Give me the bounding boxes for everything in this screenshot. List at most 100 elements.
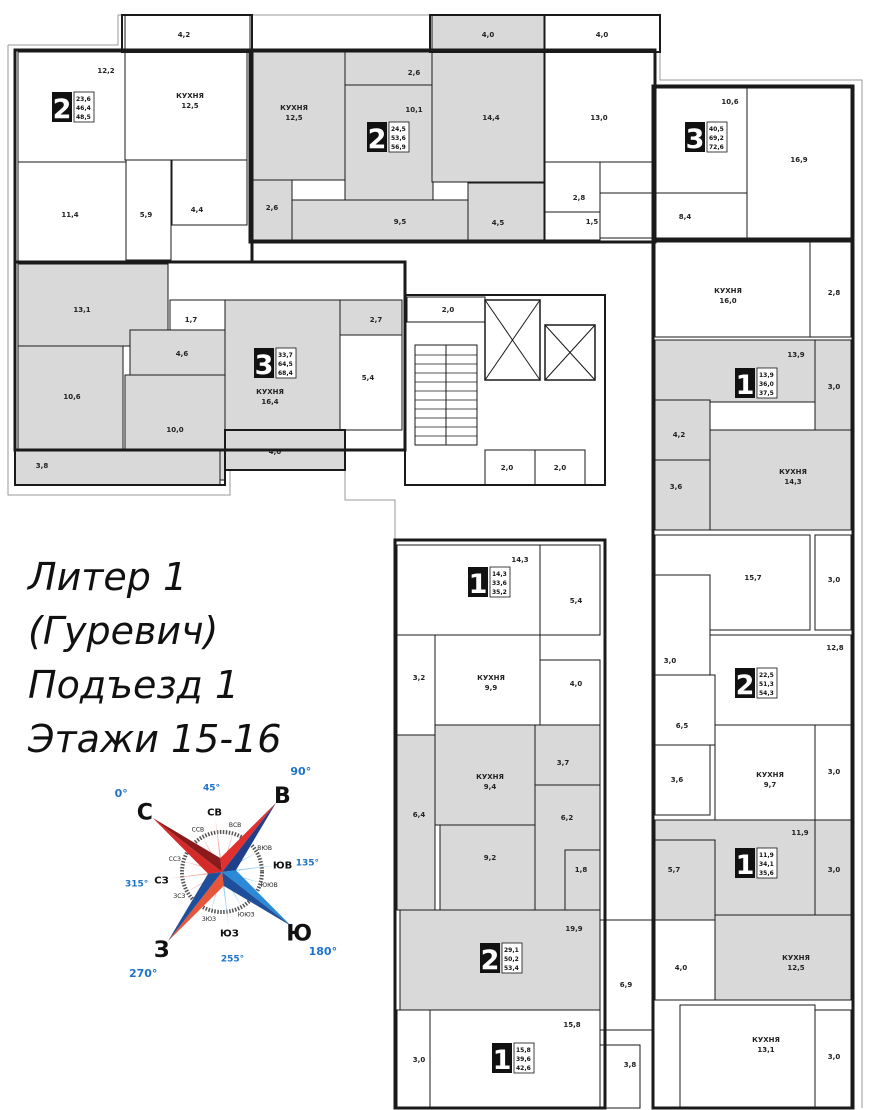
room: 5,4 — [339, 334, 403, 431]
room: 4,0 — [431, 14, 545, 53]
room-area-label: 13,9 — [787, 351, 804, 359]
room-area-label: 3,6 — [670, 483, 683, 491]
room-area — [534, 724, 601, 786]
room-area-label: 1,5 — [586, 218, 599, 226]
room-area — [544, 14, 661, 53]
room-area — [396, 1009, 431, 1109]
apartment-area-value: 64,5 — [278, 361, 293, 368]
room-area — [169, 299, 226, 331]
room-area-label: 14,3 — [511, 556, 528, 564]
compass-point — [152, 817, 222, 874]
room-area-label: 3,6 — [671, 776, 684, 784]
apartment-area-value: 72,6 — [709, 144, 724, 151]
room-area-label: 3,0 — [413, 1056, 426, 1064]
room-area — [654, 399, 711, 461]
room-area — [17, 345, 124, 451]
room: 16,9 — [746, 87, 852, 239]
apartment-room-count: 1 — [736, 370, 755, 401]
room: 6,9 — [599, 919, 654, 1031]
room-area-label: 2,0 — [501, 464, 514, 472]
apartment-area-value: 39,6 — [516, 1056, 531, 1063]
compass-minor-label: ССЗ — [169, 856, 181, 863]
compass-direction-label: С — [137, 801, 153, 826]
room-area — [544, 161, 601, 213]
compass-minor-label: ЮЮЗ — [238, 912, 255, 919]
apartment-room-count: 1 — [736, 850, 755, 881]
apartment-area-value: 40,5 — [709, 126, 724, 133]
apartment-area-value: 53,6 — [391, 135, 406, 142]
caption-floors: Этажи 15-16 — [28, 717, 282, 761]
room-area — [539, 544, 601, 636]
room: 4,0 — [654, 919, 716, 1001]
room-area — [396, 634, 436, 736]
room-area-label: 12,2 — [97, 67, 114, 75]
stair-elevator-core — [404, 294, 606, 486]
room-area — [654, 459, 711, 531]
room-area-label: 5,7 — [668, 866, 681, 874]
room-area-label: 12,5 — [285, 114, 302, 122]
compass-direction-label: СВ — [207, 807, 222, 818]
room: 3,0 — [814, 339, 852, 431]
room: 2,8 — [809, 241, 852, 338]
room-name-label: КУХНЯ — [256, 388, 284, 396]
room-name-label: КУХНЯ — [476, 773, 504, 781]
room-area — [599, 919, 654, 1031]
room-name-label: КУХНЯ — [752, 1036, 780, 1044]
apartment-room-count: 2 — [53, 94, 72, 125]
room: 3,0 — [396, 1009, 431, 1109]
room-name-label: КУХНЯ — [280, 104, 308, 112]
apartment-area-value: 15,8 — [516, 1047, 531, 1054]
apartment-room-count: 1 — [469, 569, 488, 600]
room: 3,8 — [14, 449, 221, 486]
compass-direction-label: Ю — [286, 921, 312, 946]
room-area-label: 12,5 — [181, 102, 198, 110]
compass-degree-label: 315° — [125, 879, 148, 889]
room-area-label: 8,4 — [679, 213, 692, 221]
room-area-label: 2,8 — [573, 194, 586, 202]
room-area-label: 4,0 — [482, 31, 495, 39]
room-area — [746, 87, 852, 239]
room-area — [714, 724, 816, 821]
room: 6,4 — [396, 734, 436, 911]
apartment-area-value: 23,6 — [76, 96, 91, 103]
apartment-area-value: 51,3 — [759, 681, 774, 688]
room-area-label: 11,9 — [791, 829, 808, 837]
compass-direction-label: ЮВ — [273, 861, 292, 872]
room-area-label: 6,9 — [620, 981, 633, 989]
caption-entrance: Подъезд 1 — [28, 663, 240, 707]
compass-minor-label: ВСВ — [229, 822, 241, 829]
room-area-label: 4,0 — [269, 448, 282, 456]
apartment-room-count: 3 — [686, 124, 705, 155]
room-area — [709, 634, 852, 726]
room: 14,4 — [431, 51, 545, 183]
room: 3,0 — [814, 1009, 852, 1109]
room-area-label: 3,0 — [664, 657, 677, 665]
room-area-label: 10,0 — [166, 426, 183, 434]
room-area — [224, 299, 341, 431]
apartment-area-value: 34,1 — [759, 861, 774, 868]
room-area — [431, 14, 545, 53]
apartment-area-value: 46,4 — [76, 105, 91, 112]
room: 3,8 — [599, 1044, 641, 1109]
apartment-area-value: 33,7 — [278, 352, 293, 359]
room: 13,0 — [544, 51, 656, 163]
room: 5,9 — [125, 159, 172, 261]
room-name-label: КУХНЯ — [477, 674, 505, 682]
apartment-area-value: 29,1 — [504, 947, 519, 954]
compass-direction-label: СЗ — [154, 875, 168, 886]
room-area-label: 3,0 — [828, 768, 841, 776]
room-area-label: 13,1 — [757, 1046, 774, 1054]
room-area-label: 12,5 — [787, 964, 804, 972]
room-area-label: 2,0 — [442, 306, 455, 314]
room-area-label: 10,6 — [721, 98, 738, 106]
room-name-label: КУХНЯ — [756, 771, 784, 779]
room-area-label: 2,8 — [828, 289, 841, 297]
